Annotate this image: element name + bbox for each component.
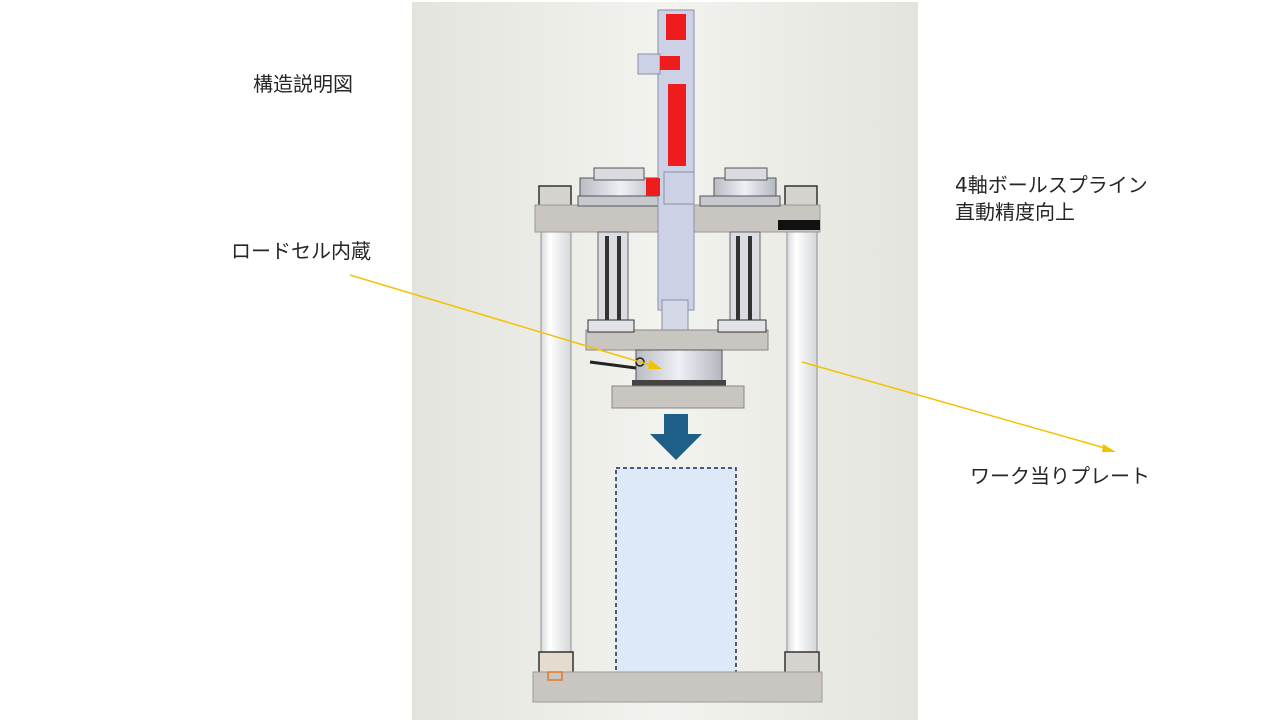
- leader-line-work-plate: [801, 361, 1113, 451]
- top-frame-black-block: [778, 220, 820, 230]
- center-shaft: [637, 9, 695, 349]
- callout-ball-spline-line1: 4軸ボールスプライン: [955, 173, 1148, 197]
- left-pillar: [540, 227, 572, 657]
- left-guide-shaft: [597, 231, 629, 325]
- right-pillar: [786, 227, 818, 657]
- moving-plate-clamp-right: [717, 319, 767, 333]
- down-arrow-icon: [650, 414, 702, 460]
- callout-ball-spline-line2: 直動精度向上: [955, 200, 1075, 224]
- moving-plate: [585, 329, 769, 351]
- slide-title: 構造説明図: [253, 72, 353, 96]
- callout-ball-spline: 4軸ボールスプライン 直動精度向上: [955, 172, 1148, 226]
- callout-work-plate: ワーク当りプレート: [970, 464, 1150, 488]
- right-bearing-housing: [699, 167, 781, 207]
- callout-load-cell: ロードセル内蔵: [231, 239, 371, 263]
- leader-line-load-cell: [349, 274, 661, 369]
- moving-plate-clamp-left: [587, 319, 635, 333]
- base-marker: [547, 671, 563, 681]
- nut-bottom-left: [538, 651, 574, 675]
- nut-bottom-right: [784, 651, 820, 675]
- base-plate: [532, 671, 823, 703]
- press-head-plate: [611, 385, 745, 409]
- leader-arrowhead-work-plate: [1102, 444, 1116, 452]
- work-area: [615, 467, 737, 674]
- right-guide-shaft: [729, 231, 761, 325]
- leader-arrowhead-load-cell: [648, 360, 662, 369]
